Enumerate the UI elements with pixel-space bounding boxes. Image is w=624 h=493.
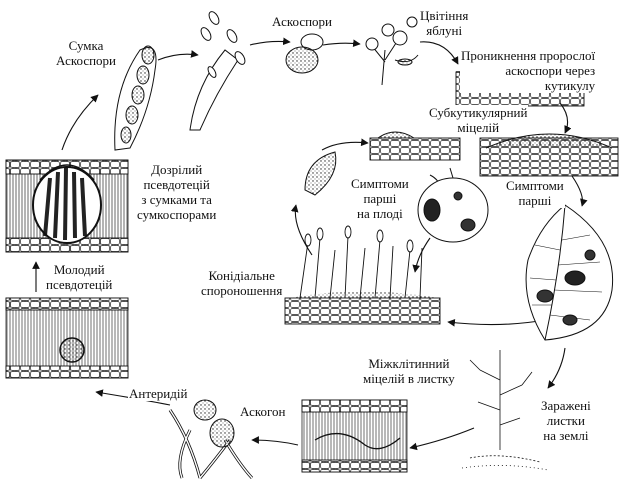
intercellular-mycelium-drawing	[301, 399, 408, 473]
arrow-to-spores	[249, 37, 291, 46]
label-young-line1: Молодий	[53, 262, 105, 277]
label-ascogonium: Аскогон	[239, 404, 287, 419]
label-penetration-line1: Проникнення пророслої	[461, 48, 596, 63]
arrow-intercellular-to-antheridium	[251, 436, 299, 446]
label-young-pseudothecium: Молодий псевдотецій	[45, 262, 114, 292]
arrow-pseudothecium-to-ascus	[61, 94, 99, 151]
scabbed-leaf-drawing	[525, 204, 614, 341]
label-mature-pseudothecium: Дозрілий псевдотецій з сумками та сумкос…	[136, 162, 218, 222]
label-ascospores: Аскоспори	[271, 14, 333, 29]
arrow-to-bloom	[322, 39, 361, 48]
label-penetration-line3: кутикулу	[544, 78, 596, 93]
arrow-bloom-to-penetration	[419, 41, 459, 65]
label-scab-symptoms: Симптоми парші	[505, 178, 565, 208]
label-scab-symptoms-line1: Симптоми	[506, 178, 564, 193]
conidium-drawing	[304, 151, 337, 196]
label-young-line2: псевдотецій	[46, 277, 113, 292]
label-apple-bloom: Цвітіння яблуні	[419, 8, 470, 38]
arrow-penetration-to-mycelium	[559, 102, 572, 134]
arrow-ascus-to-ascospores	[157, 50, 199, 61]
arrow-ground-to-intercellular	[409, 427, 475, 451]
label-intercellular-line1: Міжклітинний	[368, 356, 450, 371]
label-penetration: Проникнення пророслої аскоспори через ку…	[460, 48, 597, 93]
conidial-sporulation-drawing	[284, 225, 441, 325]
label-ascus-line1: Сумка	[68, 38, 104, 53]
arrow-conidium-to-mycelium	[321, 138, 369, 151]
label-ascus: Сумка Аскоспори	[55, 38, 117, 68]
label-infected-leaves-line3: на землі	[543, 428, 589, 443]
apple-blossom-drawing	[365, 16, 419, 86]
label-mature-line3: з сумками та	[141, 192, 212, 207]
label-subcuticular-line1: Субкутикулярний	[429, 105, 528, 120]
label-infected-leaves-line2: листки	[546, 413, 585, 428]
arrow-to-leaf-symptoms	[571, 175, 588, 207]
ascospore-drawing	[285, 33, 324, 74]
label-subcuticular-mycelium: Субкутикулярний міцелій	[428, 105, 529, 135]
label-apple-bloom-line1: Цвітіння	[420, 8, 469, 23]
label-subcuticular-line2: міцелій	[457, 120, 500, 135]
arrow-conidia-to-conidium	[290, 204, 313, 256]
antheridium-ascogonium-drawing	[168, 399, 254, 480]
arrow-leaf-to-ground	[547, 347, 566, 389]
label-apple-bloom-line2: яблуні	[426, 23, 463, 38]
mature-pseudothecium-drawing	[5, 159, 129, 253]
label-infected-leaves-line1: Заражені	[541, 398, 591, 413]
discharging-ascus-drawing	[189, 11, 246, 131]
subcuticular-mycelium-drawing	[369, 131, 619, 177]
label-mature-line4: сумкоспорами	[137, 207, 217, 222]
label-antheridium: Антеридій	[128, 386, 189, 401]
label-conidial-line1: Конідіальне	[208, 268, 275, 283]
label-intercellular-mycelium: Міжклітинний міцелій в листку	[362, 356, 456, 386]
arrow-leaf-to-conidia	[447, 318, 546, 327]
label-ascus-line2: Аскоспори	[56, 53, 116, 68]
label-penetration-line2: аскоспори через	[505, 63, 596, 78]
young-pseudothecium-drawing	[5, 297, 129, 379]
label-fruit-symptoms-line2: парші	[363, 191, 397, 206]
label-conidial-sporulation: Конідіальне спороношення	[200, 268, 284, 298]
label-scab-symptoms-line2: парші	[518, 193, 552, 208]
arrow-fruit-to-conidia	[412, 237, 431, 273]
scabbed-fruit-drawing	[417, 167, 489, 243]
label-mature-line1: Дозрілий	[151, 162, 203, 177]
label-fruit-symptoms-line3: на плоді	[356, 206, 403, 221]
label-intercellular-line2: міцелій в листку	[363, 371, 455, 386]
label-infected-leaves: Заражені листки на землі	[540, 398, 592, 443]
ascus-drawing	[114, 45, 157, 151]
label-mature-line2: псевдотецій	[143, 177, 210, 192]
leaf-litter-drawing	[461, 350, 549, 471]
label-conidial-line2: спороношення	[201, 283, 283, 298]
label-fruit-symptoms: Симптоми парші на плоді	[350, 176, 410, 221]
label-fruit-symptoms-line1: Симптоми	[351, 176, 409, 191]
